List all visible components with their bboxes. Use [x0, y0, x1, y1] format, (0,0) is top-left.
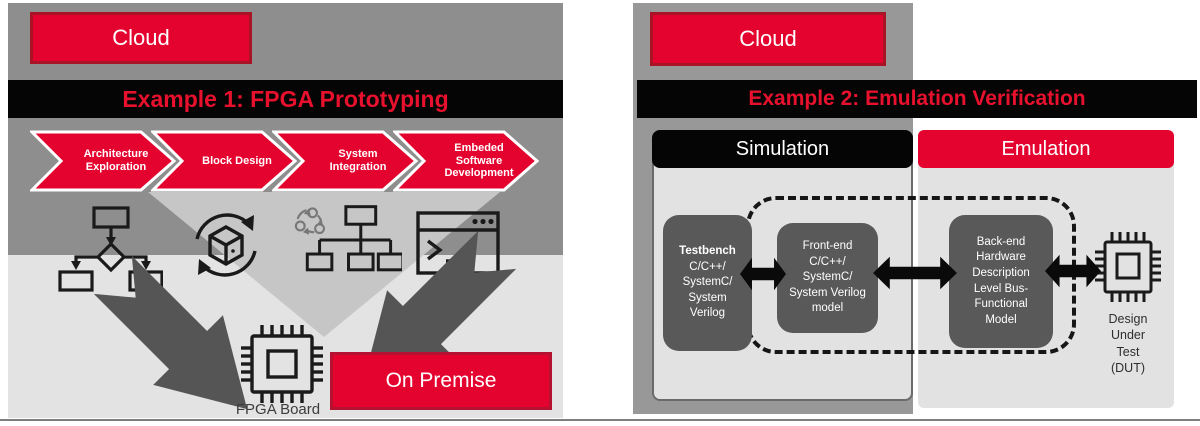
- example2-title: Example 2: Emulation Verification: [748, 87, 1086, 110]
- cloud-label: Cloud: [112, 25, 170, 50]
- on-premise-box: On Premise: [330, 352, 552, 410]
- fpga-chip-icon: [241, 325, 323, 403]
- on-premise-label: On Premise: [385, 369, 497, 392]
- cloud-box: Cloud: [30, 12, 252, 64]
- chevron-step-embedded-software: Embeded Software Development: [393, 130, 539, 192]
- testbench-box: Testbench C/C++/ SystemC/ System Verilog: [663, 215, 752, 351]
- double-arrow-backend-dut: [1045, 254, 1101, 288]
- simulation-header-label: Simulation: [735, 137, 830, 160]
- chevron-step-system-integration: System Integration: [272, 130, 418, 192]
- simulation-header: Simulation: [652, 130, 913, 168]
- chevron-shape: [151, 130, 297, 192]
- double-arrow-testbench-frontend: [740, 257, 786, 291]
- chevron-shape: [393, 130, 539, 192]
- example1-title: Example 1: FPGA Prototyping: [122, 85, 449, 112]
- frontend-model-label: Front-end C/C++/ SystemC/ System Verilog…: [789, 240, 866, 315]
- chevron-shape: [30, 130, 176, 192]
- fpga-prototyping-diagram: Cloud Example 1: FPGA Prototyping Archit…: [8, 3, 563, 418]
- double-arrow-frontend-backend: [873, 256, 957, 290]
- example2-title-banner: Example 2: Emulation Verification: [637, 80, 1197, 118]
- emulation-header: Emulation: [918, 130, 1174, 168]
- backend-model-box: Back-end Hardware Description Level Bus-…: [949, 215, 1053, 348]
- chevron-label: Architecture Exploration: [83, 148, 149, 173]
- dut-chip-icon: [1095, 232, 1161, 302]
- backend-model-label: Back-end Hardware Description Level Bus-…: [972, 235, 1030, 326]
- frontend-model-box: Front-end C/C++/ SystemC/ System Verilog…: [777, 223, 878, 333]
- fpga-board-label: FPGA Board: [235, 401, 321, 418]
- emulation-header-label: Emulation: [1001, 137, 1091, 160]
- example1-title-banner: Example 1: FPGA Prototyping: [8, 80, 563, 118]
- testbench-body: C/C++/ SystemC/ System Verilog: [682, 260, 733, 320]
- chevron-step-architecture: Architecture Exploration: [30, 130, 176, 192]
- cloud-label: Cloud: [739, 26, 797, 51]
- chevron-label: Embeded Software Development: [444, 141, 514, 180]
- chevron-label: Block Design: [202, 154, 272, 167]
- testbench-title: Testbench: [679, 245, 736, 258]
- dut-label: Design Under Test (DUT): [1108, 312, 1148, 375]
- build-cycle-icon: [195, 213, 257, 277]
- emulation-verification-diagram: Cloud Example 2: Emulation Verification …: [633, 3, 1197, 418]
- bottom-divider: [0, 419, 1200, 421]
- chevron-shape: [272, 130, 418, 192]
- system-hierarchy-icon: [294, 205, 402, 272]
- chevron-label: System Integration: [329, 148, 387, 173]
- cloud-box: Cloud: [650, 12, 886, 66]
- chevron-step-block-design: Block Design: [151, 130, 297, 192]
